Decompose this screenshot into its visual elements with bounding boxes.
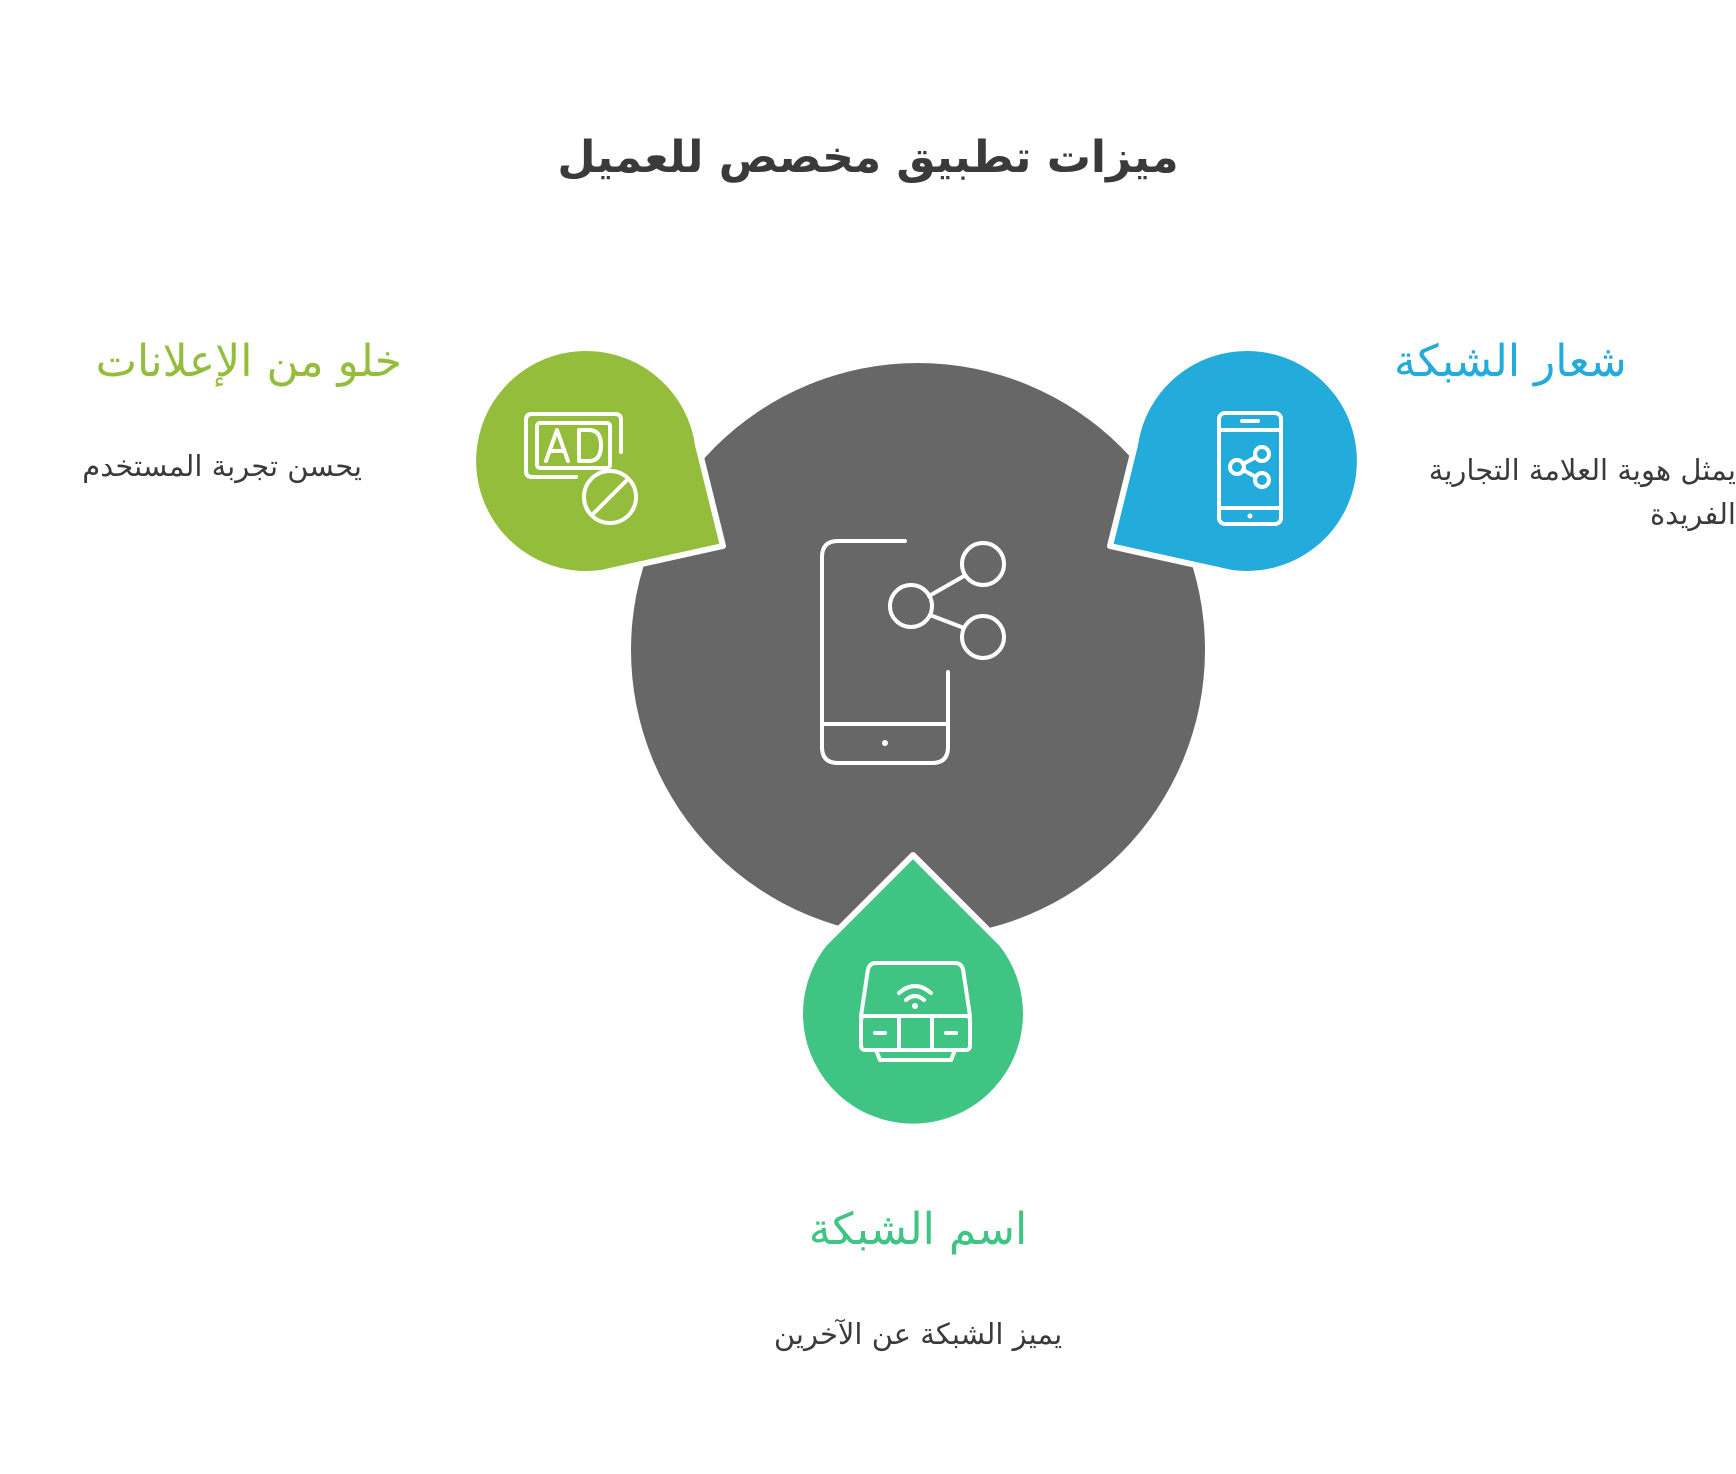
center-circle [631,363,1205,937]
feature-heading-network-name: اسم الشبكة [808,1204,1028,1255]
mobile-share-icon [1217,411,1283,526]
wifi-router-icon [859,961,972,1062]
diagram-title: ميزات تطبيق مخصص للعميل [557,132,1179,183]
feature-heading-ad-free: خلو من الإعلانات [95,336,402,387]
left-teardrop-shape [470,345,726,577]
bottom-teardrop-shape [797,852,1029,1130]
feature-description-ad-free: يحسن تجربة المستخدم [82,449,362,483]
feature-description-network-name: يميز الشبكة عن الآخرين [773,1317,1063,1351]
feature-heading-network-logo: شعار الشبكة [1394,336,1627,387]
bottom-teardrop [797,852,1029,1130]
feature-description-network-logo: يمثل هوية العلامة التجارية الفريدة [1428,453,1736,531]
phone-share-icon [820,539,1006,765]
left-teardrop [470,345,726,577]
ad-block-icon [524,412,638,525]
